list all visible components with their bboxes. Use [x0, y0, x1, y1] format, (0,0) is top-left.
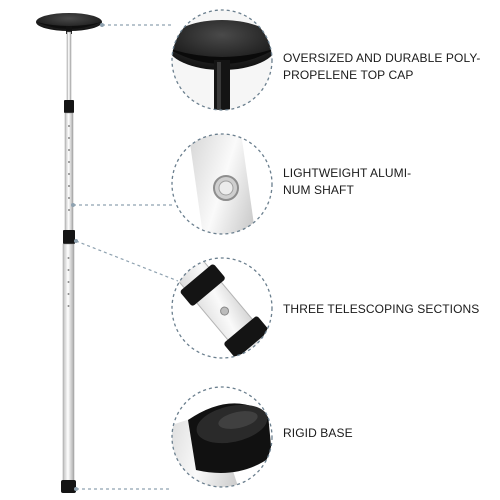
middle-section: [64, 112, 74, 232]
shaft-icon: [213, 175, 239, 201]
feature-label-shaft: LIGHTWEIGHT ALUMI- NUM SHAFT: [283, 165, 411, 199]
adjustment-holes-lower: [67, 257, 70, 307]
feature-label-telescoping: THREE TELESCOPING SECTIONS: [283, 301, 479, 318]
feature-line: RIGID BASE: [283, 426, 353, 440]
callout-base: [171, 386, 273, 488]
feature-line: OVERSIZED AND DURABLE POLY-: [283, 51, 481, 65]
leader-lines: [71, 23, 179, 491]
callout-telescoping: [171, 257, 273, 359]
lower-section: [62, 243, 75, 483]
base-foot-icon: [188, 403, 272, 473]
top-cap-icon: [36, 13, 102, 34]
support-pole: [36, 13, 102, 493]
collar-lower: [63, 230, 75, 244]
feature-line: LIGHTWEIGHT ALUMI-: [283, 166, 412, 180]
feature-label-base: RIGID BASE: [283, 425, 353, 442]
callout-top-cap: [171, 9, 273, 111]
telescoping-joint-icon: [172, 258, 272, 358]
upper-rod: [66, 31, 72, 103]
adjustment-holes-middle: [68, 125, 70, 211]
collar-upper: [64, 100, 74, 113]
feature-line: PROPELENE TOP CAP: [283, 68, 414, 82]
base-foot: [61, 480, 76, 493]
callout-shaft: [171, 133, 273, 235]
feature-line: THREE TELESCOPING SECTIONS: [283, 302, 480, 316]
feature-label-top-cap: OVERSIZED AND DURABLE POLY- PROPELENE TO…: [283, 50, 480, 84]
feature-line: NUM SHAFT: [283, 183, 354, 197]
